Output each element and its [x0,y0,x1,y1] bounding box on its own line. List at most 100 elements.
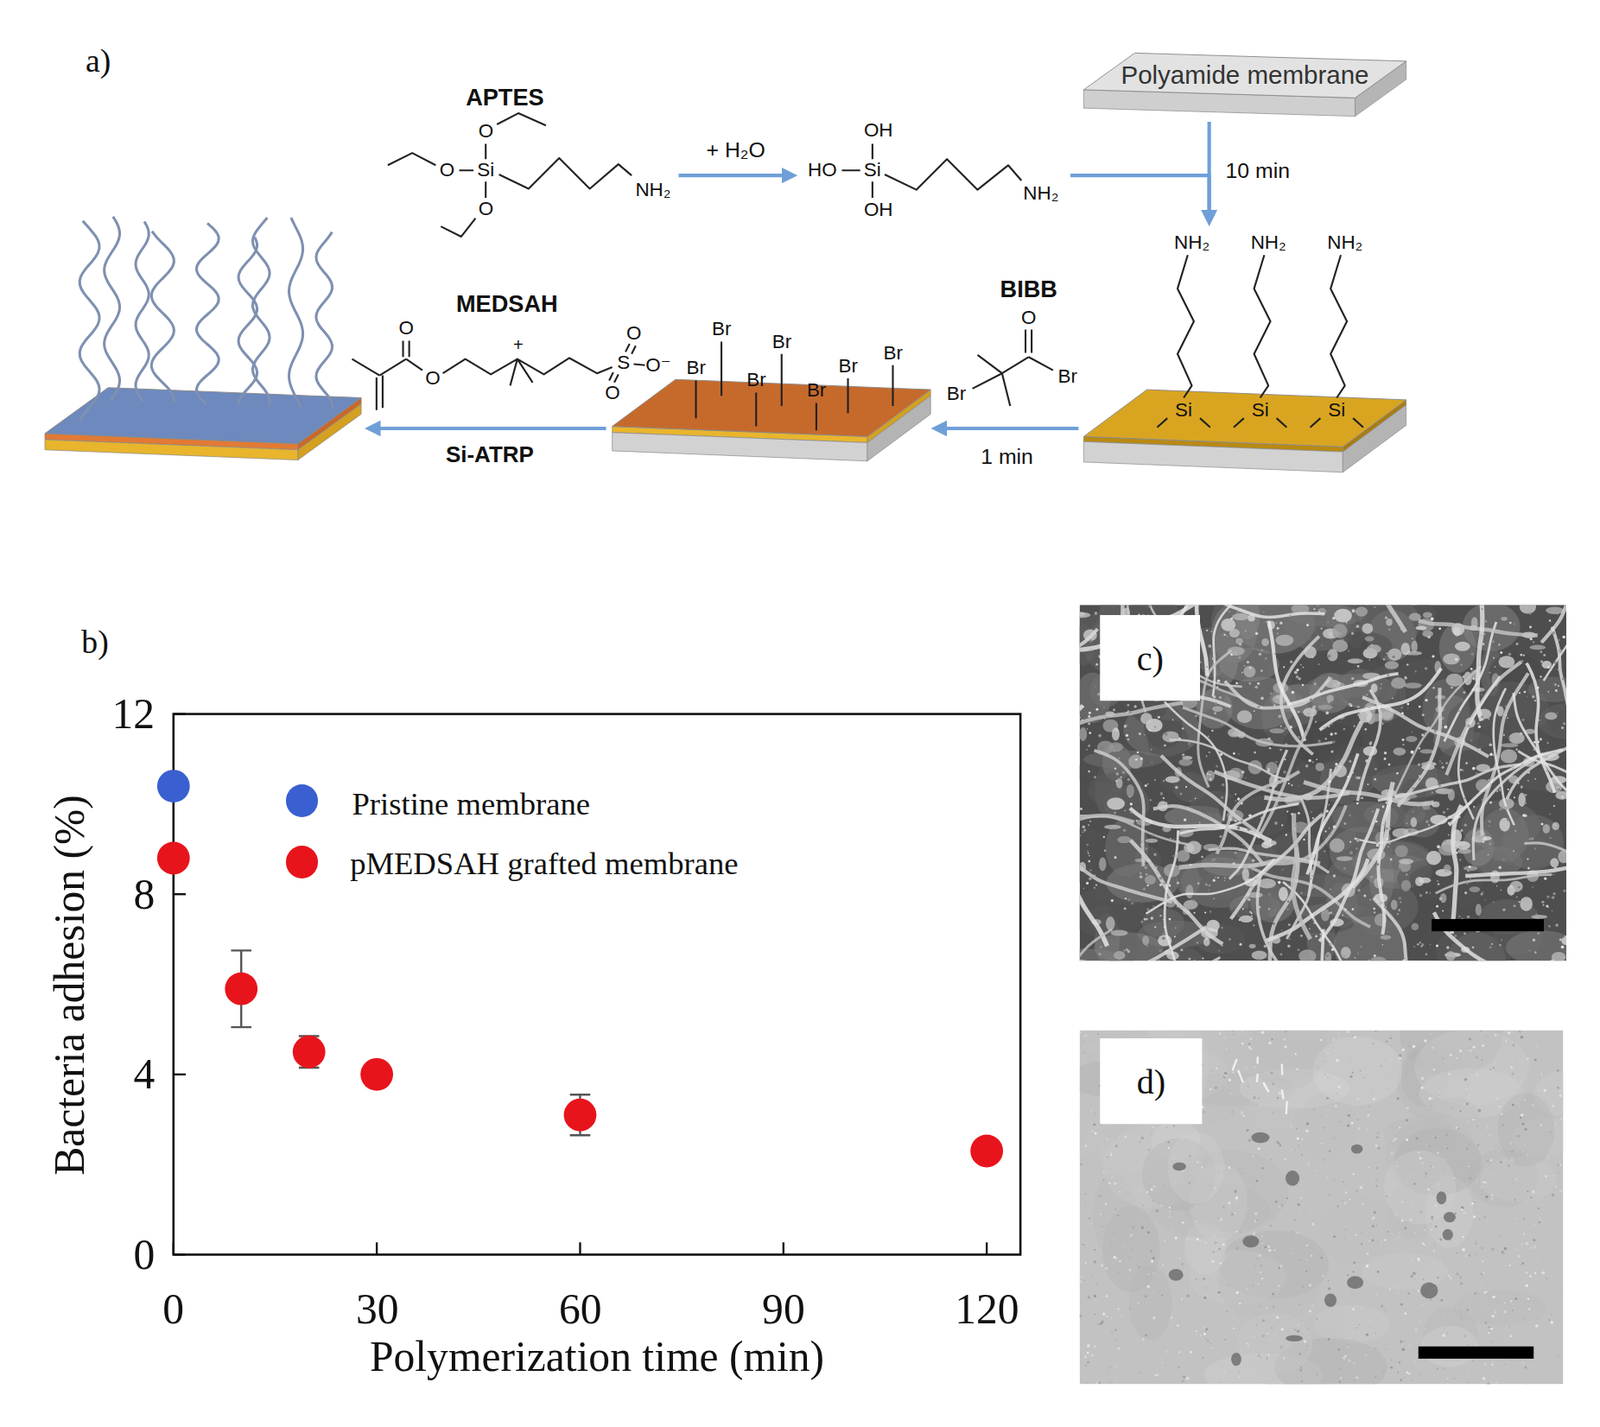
sem-speck [1257,958,1260,961]
sem-speck [1552,1104,1555,1107]
sem-speck [1079,1314,1083,1318]
sem-speck [1260,697,1264,701]
sem-speck [1272,922,1276,926]
sem-speck [1327,827,1330,830]
sem-speck [1281,1204,1283,1207]
sem-speck [1542,904,1545,907]
sem-speck [1530,837,1534,840]
sem-speck [1370,644,1373,648]
sem-blob [1116,778,1124,789]
sem-speck [1402,1201,1404,1204]
sem-speck [1194,798,1197,800]
sem-speck [1284,1030,1288,1034]
sem-speck [1168,918,1172,921]
polymer-chain [316,232,333,410]
sem-speck [1531,695,1535,699]
sem-speck [1406,1371,1410,1375]
sem-speck [1431,765,1434,768]
sem-speck [1551,895,1555,899]
sem-speck [1270,1038,1273,1041]
sem-speck [1258,906,1261,908]
sem-speck [1174,786,1179,790]
sem-blob [1340,946,1352,959]
sem-speck [1380,901,1383,904]
sem-speck [1480,608,1483,610]
sem-speck [1258,864,1261,867]
sem-speck [1120,776,1123,779]
sem-speck [1194,714,1198,718]
sem-speck [1506,717,1509,719]
sem-speck [1430,617,1435,622]
sem-speck [1484,620,1487,623]
sem-speck [1439,897,1443,902]
sem-speck [1462,691,1466,694]
sem-speck [1154,613,1156,616]
sem-speck [1302,838,1306,842]
sem-speck [1220,1282,1223,1284]
sem-speck [1220,926,1223,929]
sem-speck [1189,863,1193,867]
sem-speck [1519,653,1523,657]
sem-speck [1391,697,1394,699]
sem-speck [1261,1243,1263,1245]
sem-speck [1179,1257,1181,1260]
sem-speck [1455,1057,1459,1061]
y-tick [173,893,186,896]
sem-speck [1424,1172,1428,1175]
sem-speck [1152,1126,1155,1129]
sem-speck [1277,881,1282,885]
sem-speck [1212,657,1215,661]
sem-speck [1372,1062,1375,1065]
sem-speck [1468,1254,1471,1257]
sem-speck [1113,750,1116,753]
sem-speck [1518,1030,1522,1034]
sem-speck [1148,1273,1150,1275]
sem-speck [1297,711,1300,713]
sem-speck [1281,684,1283,686]
sem-blob [1332,623,1348,638]
sem-speck [1225,1047,1228,1050]
sem-speck [1284,743,1289,748]
sem-speck [1382,806,1385,809]
sem-speck [1206,629,1208,632]
sem-speck [1238,919,1241,921]
sem-speck [1466,1308,1469,1312]
sem-speck [1514,830,1517,832]
sem-speck [1158,958,1161,961]
sem-speck [1148,1149,1151,1152]
sem-speck [1561,677,1565,680]
sem-speck [1257,1098,1259,1099]
sem-speck [1144,1295,1148,1298]
sem-blob [1276,634,1295,647]
sem-blob [1229,628,1240,638]
sem-speck [1273,704,1276,707]
sem-speck [1397,896,1402,901]
sem-speck [1536,756,1538,758]
sem-speck [1142,887,1147,891]
sem-speck [1218,949,1220,952]
sem-speck [1424,698,1428,702]
sem-speck [1440,718,1442,721]
sem-speck [1291,691,1296,695]
sem-speck [1529,637,1532,641]
sem-speck [1103,706,1105,709]
x-tick [375,1242,378,1255]
sem-speck [1538,758,1541,761]
sem-speck [1427,1187,1430,1191]
sem-speck [1453,934,1457,938]
sem-speck [1419,894,1423,897]
sem-speck [1533,749,1536,751]
sem-speck [1146,907,1150,911]
sem-speck [1498,866,1502,870]
sem-speck [1130,1249,1133,1251]
chart [157,714,1021,1256]
sem-speck [1212,1250,1215,1253]
sem-speck [1159,876,1163,881]
sem-speck [1146,945,1150,948]
sem-speck [1463,1212,1467,1215]
sem-speck [1219,1381,1221,1384]
sem-speck [1523,1251,1526,1255]
grafted-membrane [44,387,362,461]
sem-speck [1384,1309,1386,1312]
sem-speck [1090,1380,1092,1382]
